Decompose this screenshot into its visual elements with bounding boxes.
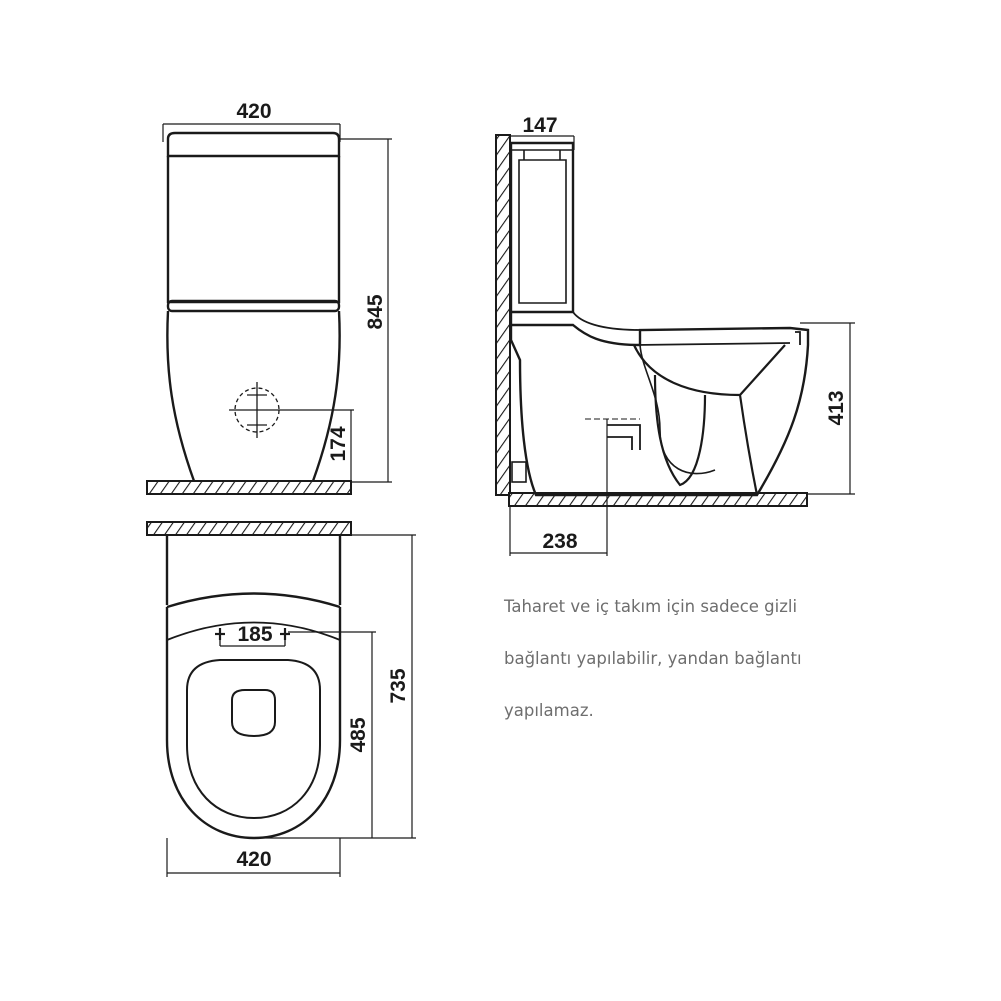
front-inlet-marker: [229, 382, 285, 438]
side-wall-bracket: [511, 461, 527, 483]
front-joint: [166, 299, 341, 313]
top-cistern: [165, 536, 342, 605]
side-wall: [495, 134, 511, 496]
side-outlet-label: 238: [542, 530, 577, 553]
side-tank-dimension: [511, 135, 575, 150]
side-tank-label: 147: [522, 114, 557, 137]
top-wall: [146, 521, 352, 536]
note-line-3: yapılamaz.: [504, 701, 594, 720]
side-seat-label: 413: [825, 390, 848, 425]
front-cistern: [166, 156, 341, 304]
side-seat-dimension: [800, 322, 855, 495]
top-tank-edge: [166, 592, 341, 609]
side-outlet-dimension: [509, 419, 608, 556]
side-bowl-outer: [509, 312, 810, 497]
side-bowl-rim: [572, 311, 801, 346]
front-inlet-dimension: [285, 409, 354, 482]
side-cistern-lid: [511, 149, 573, 160]
top-fixing-label: 185: [237, 623, 272, 646]
side-outlet: [607, 424, 641, 450]
side-trap-inner: [639, 344, 716, 475]
top-seat-outer: [166, 621, 341, 641]
front-width-label: 420: [236, 100, 271, 123]
front-floor: [146, 480, 352, 495]
side-cistern: [509, 141, 575, 314]
top-length-dimension: [254, 534, 416, 839]
top-width-dimension: [166, 838, 341, 877]
front-pedestal: [166, 310, 341, 482]
top-fixing-dimension: [215, 628, 290, 647]
top-bowl-label: 485: [347, 717, 370, 752]
front-inlet-label: 174: [327, 426, 350, 461]
top-drain: [231, 689, 276, 738]
note-line-2: bağlantı yapılabilir, yandan bağlantı: [504, 649, 802, 668]
installation-note: Taharet ve iç takım için sadece gizli ba…: [504, 592, 884, 748]
top-length-label: 735: [387, 668, 410, 703]
top-view: [146, 521, 416, 877]
side-view: [495, 134, 855, 556]
front-cistern-lid: [166, 131, 341, 158]
note-line-1: Taharet ve iç takım için sadece gizli: [504, 597, 798, 616]
front-view: [146, 123, 392, 495]
side-floor: [508, 492, 808, 507]
top-seat-inner: [186, 659, 321, 820]
front-height-dimension: [340, 138, 392, 483]
side-trap: [632, 344, 786, 496]
top-width-label: 420: [236, 848, 271, 871]
side-cistern-inner: [518, 159, 567, 304]
front-height-label: 845: [364, 294, 387, 329]
top-bowl-dimension: [288, 631, 376, 838]
